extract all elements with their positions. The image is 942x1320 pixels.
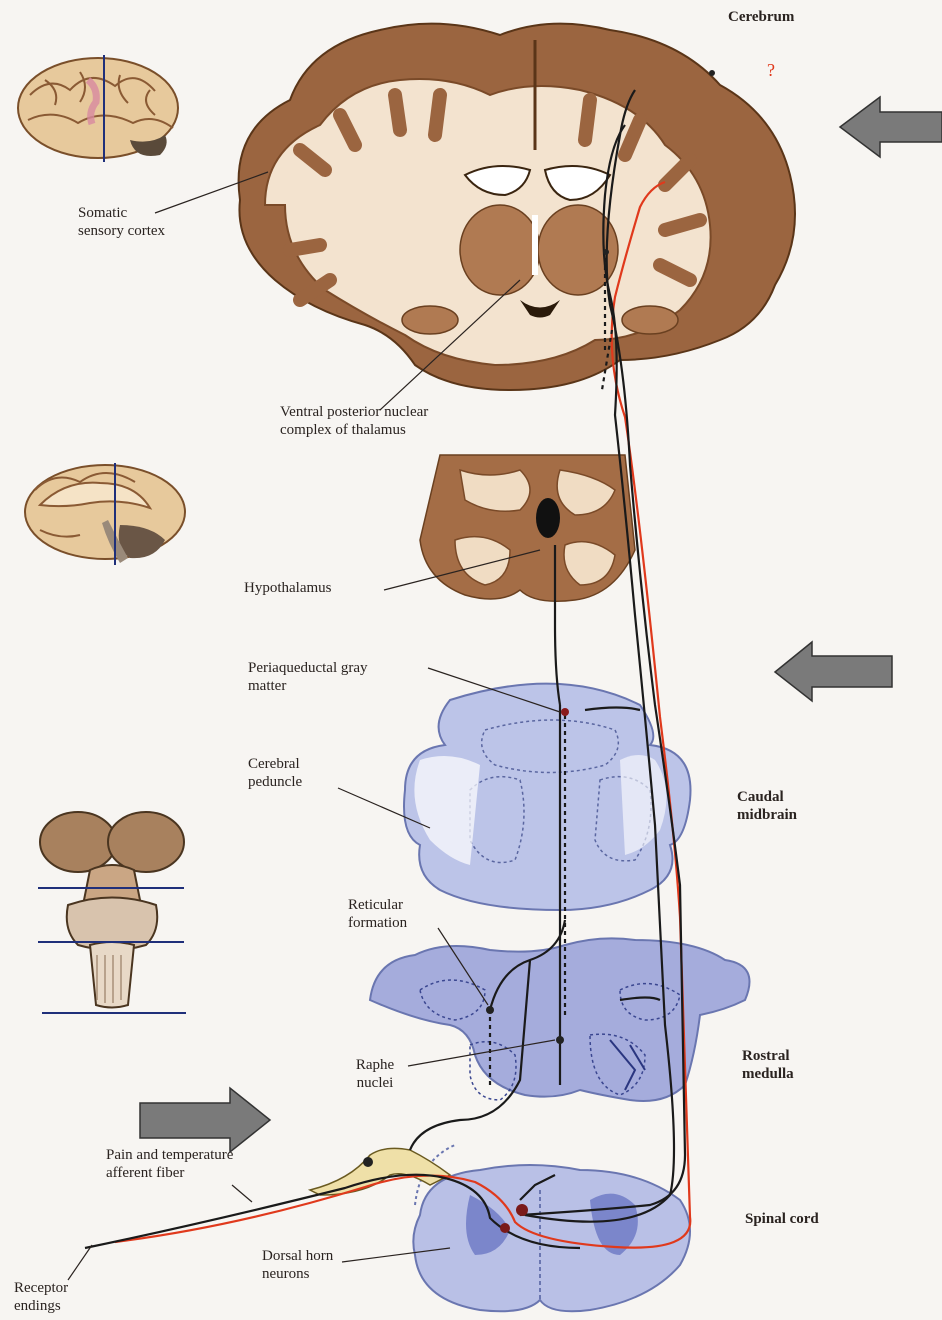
label-caudal-line2: midbrain (737, 807, 797, 824)
label-reticular-line2: formation (348, 915, 407, 932)
hypothalamus-section (420, 455, 635, 601)
dorsal-root-ganglion (310, 1148, 450, 1195)
label-pag-line2: matter (248, 678, 286, 695)
spinal-cord-section (413, 1145, 690, 1311)
label-peduncle-line1: Cerebral (248, 756, 300, 773)
cerebrum-pointer-arrow (840, 97, 942, 157)
label-peduncle-line2: peduncle (248, 774, 302, 791)
lateral-brain-thumbnail (18, 55, 178, 162)
label-rostral-line1: Rostral (742, 1048, 790, 1065)
label-dorsal-line2: neurons (262, 1266, 310, 1283)
label-rostral-line2: medulla (742, 1066, 794, 1083)
label-somatic-line1: Somatic (78, 205, 127, 222)
label-somatic-line2: sensory cortex (78, 223, 165, 240)
label-afferent-line2: afferent fiber (106, 1165, 184, 1182)
label-caudal-line1: Caudal (737, 789, 784, 806)
midsagittal-brain-thumbnail (25, 463, 185, 565)
label-dorsal-line1: Dorsal horn (262, 1248, 333, 1265)
label-raphe-line2: nuclei (340, 1075, 410, 1092)
midbrain-pointer-arrow (775, 642, 892, 701)
afferent-pointer-arrow (140, 1088, 270, 1152)
label-afferent-line1: Pain and temperature (106, 1147, 233, 1164)
label-vpn-line1: Ventral posterior nuclear (280, 404, 428, 421)
label-spinal-cord: Spinal cord (745, 1211, 819, 1228)
label-receptor-line2: endings (14, 1298, 61, 1315)
label-pag-line1: Periaqueductal gray (248, 660, 368, 677)
label-receptor-line1: Receptor (14, 1280, 68, 1297)
label-reticular-line1: Reticular (348, 897, 403, 914)
label-hypothalamus: Hypothalamus (244, 580, 332, 597)
label-raphe-line1: Raphe (340, 1057, 410, 1074)
label-cerebrum: Cerebrum (728, 9, 794, 26)
brainstem-thumbnail (38, 812, 186, 1013)
midbrain-section (404, 684, 691, 910)
label-vpn-line2: complex of thalamus (280, 422, 406, 439)
cerebrum-section (239, 24, 795, 390)
label-question-mark: ? (767, 62, 775, 79)
